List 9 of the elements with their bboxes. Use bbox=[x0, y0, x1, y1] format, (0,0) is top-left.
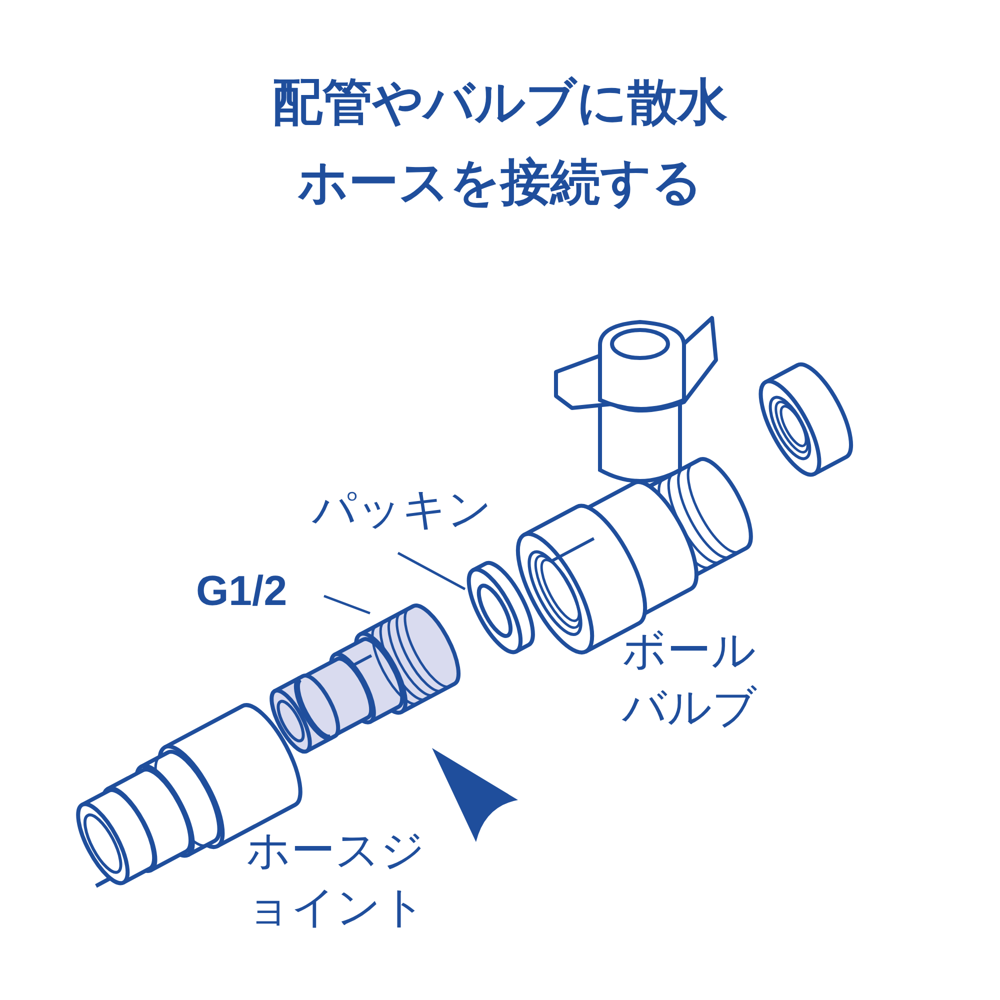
part-label: パッキン bbox=[312, 488, 492, 544]
title: 配管やバルブに散水ホースを接続する bbox=[272, 73, 728, 212]
leader-line bbox=[397, 552, 466, 590]
thread-drawing bbox=[370, 606, 453, 706]
part-label: ホースジョイント bbox=[246, 825, 427, 934]
part-label: ボールバルブ bbox=[622, 625, 758, 734]
leader-line bbox=[324, 594, 370, 614]
packing-ring-drawing bbox=[465, 559, 536, 656]
part-label: G1/2 bbox=[196, 570, 322, 622]
